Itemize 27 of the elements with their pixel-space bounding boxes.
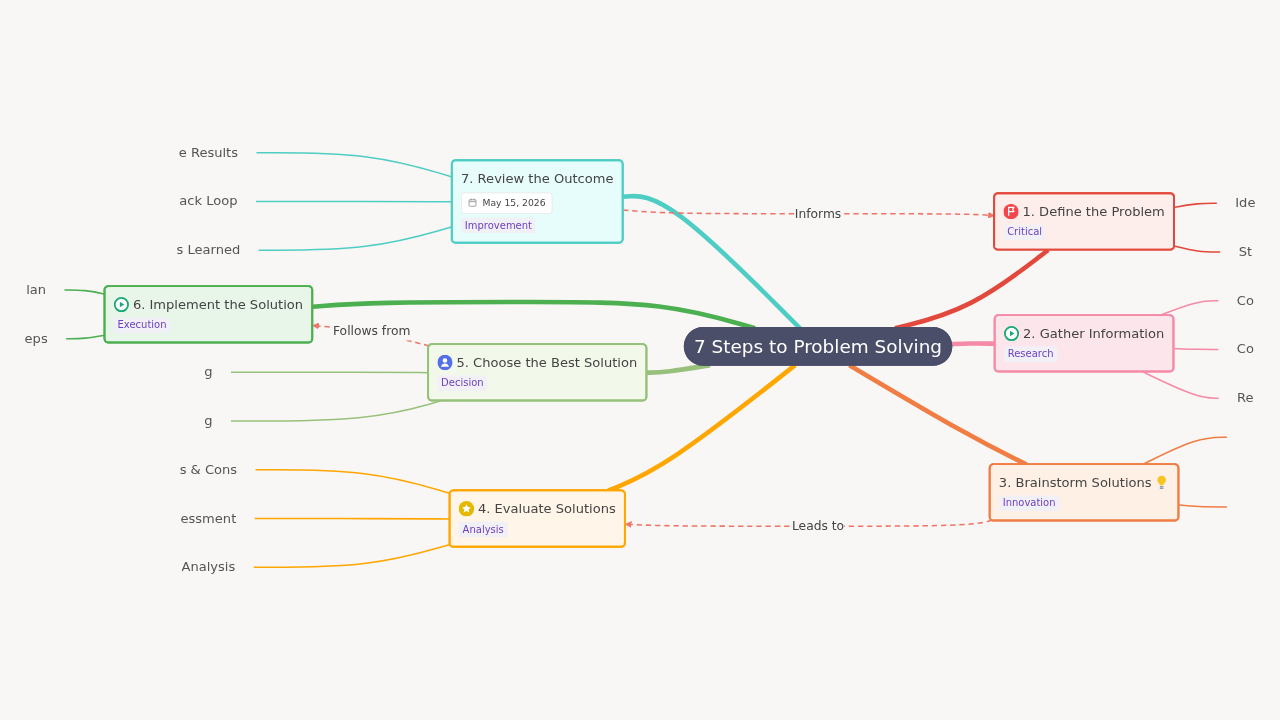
- node-text: Ide: [1235, 194, 1256, 211]
- connector: [1173, 245, 1221, 253]
- node-text: eps: [24, 330, 48, 346]
- node-text: e Results: [178, 144, 239, 160]
- connector: [230, 400, 442, 422]
- connector: [252, 543, 451, 569]
- node-text: Co: [1236, 292, 1254, 308]
- edge-label: Leads to: [791, 518, 845, 534]
- node-text: g: [204, 412, 213, 429]
- connector: [646, 362, 711, 375]
- arrow: [622, 209, 995, 219]
- node-text: St: [1238, 243, 1253, 260]
- edge-label: Informs: [794, 206, 842, 221]
- connector: [1173, 347, 1220, 351]
- connector: [1142, 371, 1220, 399]
- node-text: g: [204, 364, 213, 380]
- node-text: Re: [1237, 389, 1254, 406]
- node-text: s & Cons: [179, 461, 238, 477]
- node-text: Analysis: [181, 559, 236, 575]
- node-text: lan: [26, 281, 47, 298]
- node-text: ack Loop: [179, 193, 238, 209]
- edge-label: Follows from: [332, 323, 411, 339]
- node-text: essment: [180, 510, 237, 526]
- node-text: s Learned: [176, 241, 241, 258]
- connector: [1178, 504, 1228, 508]
- connector: [254, 469, 451, 495]
- node-text: Co: [1236, 341, 1254, 357]
